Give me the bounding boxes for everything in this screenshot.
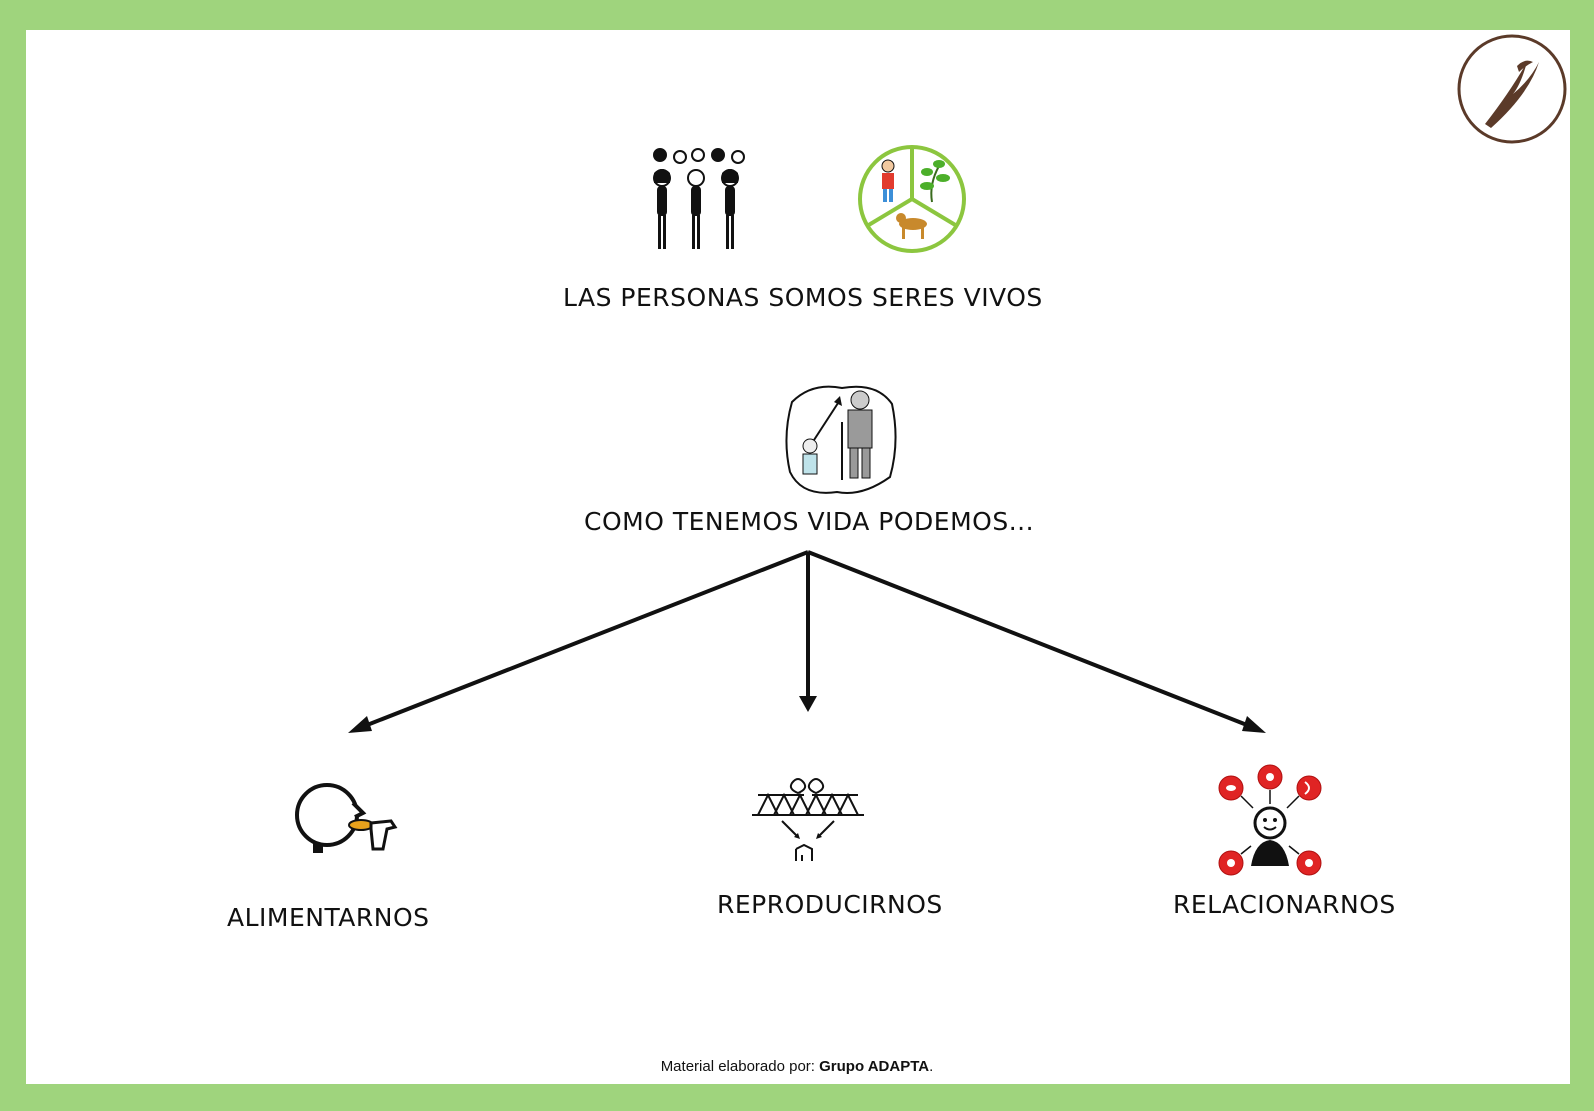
footer-prefix: Material elaborado por: bbox=[660, 1058, 820, 1075]
branch-label-eat: ALIMENTARNOS bbox=[227, 903, 430, 932]
branch-label-reproduce: REPRODUCIRNOS bbox=[717, 890, 943, 919]
footer-suffix: . bbox=[929, 1058, 934, 1075]
arrow-left bbox=[361, 550, 809, 729]
main-title: LAS PERSONAS SOMOS SERES VIVOS bbox=[563, 283, 1043, 312]
living-beings-icon bbox=[858, 145, 966, 253]
growth-icon bbox=[785, 385, 897, 494]
footer-author: Grupo ADAPTA bbox=[819, 1058, 930, 1075]
relating-icon bbox=[1218, 764, 1322, 876]
branch-label-relate: RELACIONARNOS bbox=[1173, 890, 1396, 919]
arrow-right bbox=[807, 550, 1253, 729]
footer-credit: Material elaborado por: Grupo ADAPTA. bbox=[0, 1058, 1594, 1075]
reproduction-icon bbox=[752, 778, 864, 861]
subtitle: COMO TENEMOS VIDA PODEMOS... bbox=[584, 507, 1035, 536]
eating-icon bbox=[295, 783, 398, 853]
logo-icon bbox=[1457, 34, 1567, 144]
people-icon bbox=[653, 148, 745, 249]
